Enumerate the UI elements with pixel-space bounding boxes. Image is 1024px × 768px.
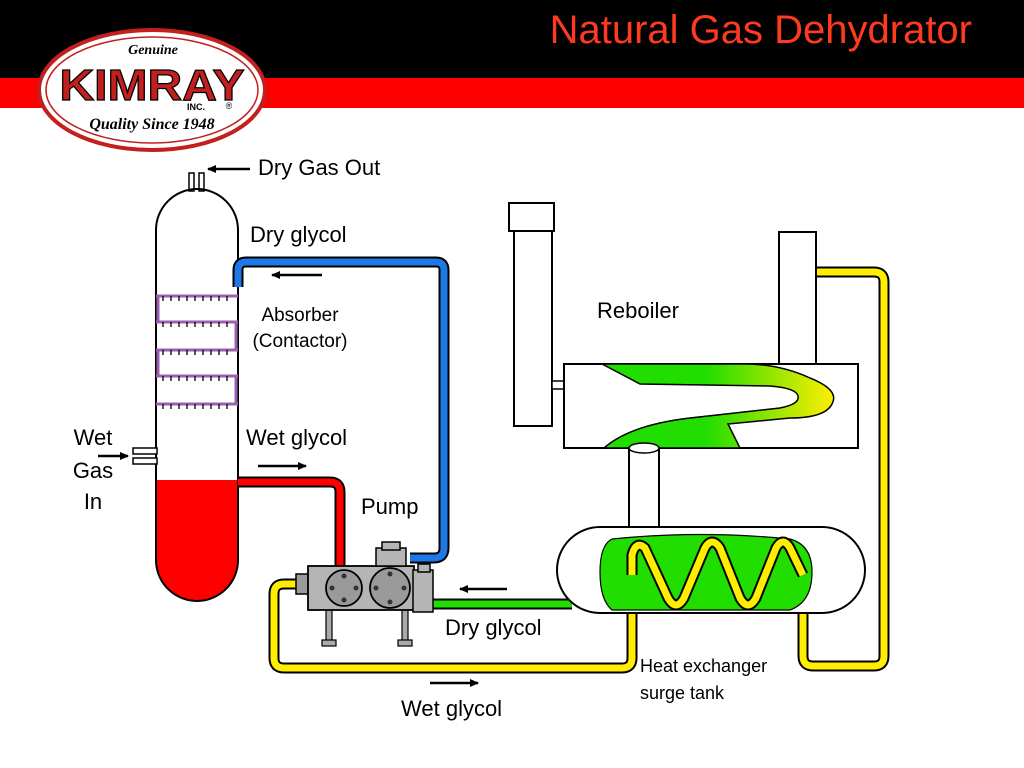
heat-exchanger-label-line2: surge tank [640,683,725,703]
reboiler [508,202,859,529]
heat-exchanger-surge-tank [556,526,866,614]
heat-exchanger-label-line1: Heat exchanger [640,656,768,676]
logo-registered-mark: ® [226,101,233,111]
reboiler-label: Reboiler [597,298,679,323]
logo-tagline-text: Quality Since 1948 [89,116,214,133]
wet-gas-in-label-line1: Wet [73,425,113,450]
logo-genuine-text: Genuine [128,43,178,58]
absorber-trays [156,294,238,406]
pump-label: Pump [361,494,419,519]
absorber-column [132,172,239,602]
slide-title: Natural Gas Dehydrator [549,8,972,52]
logo-brand-text: KIMRAY [60,61,245,110]
absorber-label-line1: Absorber [261,305,339,326]
glycol-pump [295,541,434,647]
wet-glycol-bottom-label: Wet glycol [401,696,503,721]
flow-arrows [98,165,507,687]
dry-glycol-top-label: Dry glycol [250,222,347,247]
wet-glycol-line-red [238,476,346,568]
kimray-logo: Genuine KIMRAY INC. ® Quality Since 1948 [37,28,267,152]
dry-glycol-bottom-label: Dry glycol [445,615,542,640]
absorber-label-line2: (Contactor) [252,331,348,352]
wet-gas-in-label-line3: In [83,489,103,514]
wet-glycol-mid-label: Wet glycol [246,425,348,450]
wet-gas-in-label-line2: Gas [72,458,114,483]
logo-inc-text: INC. [187,102,205,112]
dry-gas-out-label: Dry Gas Out [258,155,381,180]
